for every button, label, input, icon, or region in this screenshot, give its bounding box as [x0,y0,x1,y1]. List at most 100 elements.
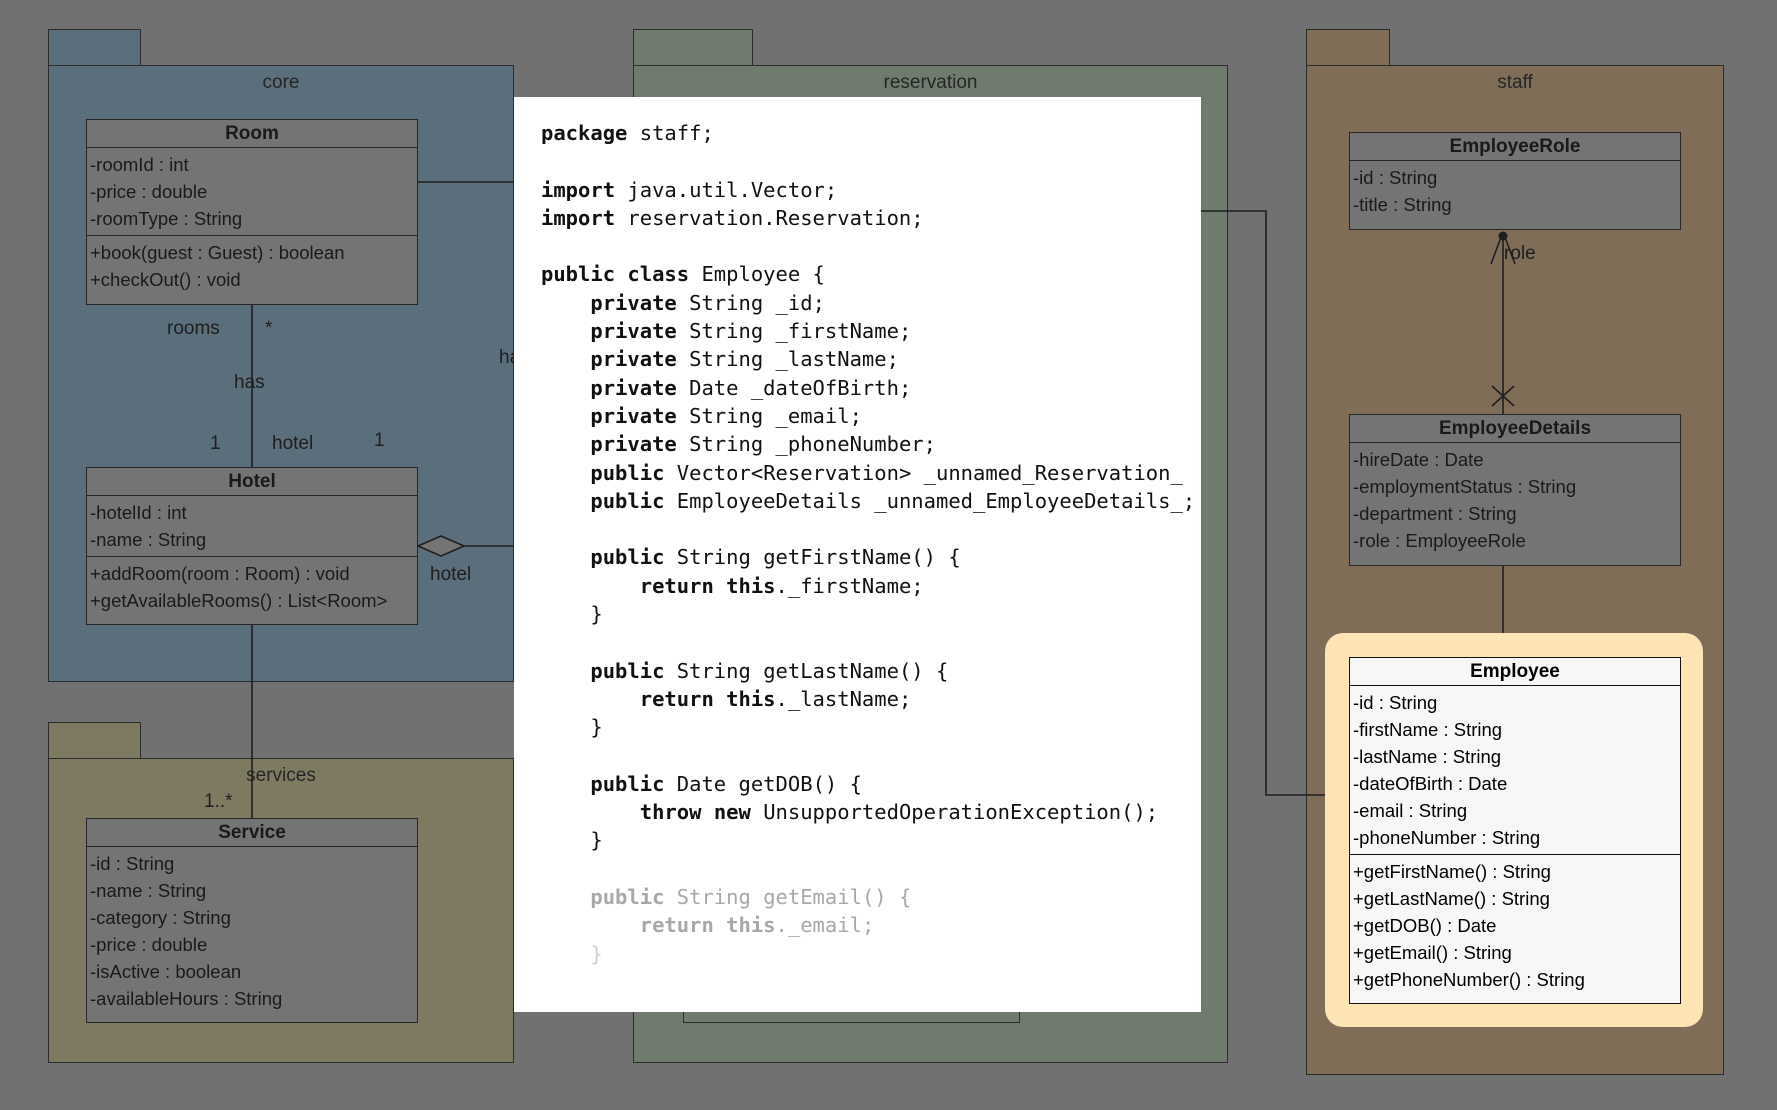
code-preview-panel[interactable]: package staff; import java.util.Vector; i… [514,97,1201,1012]
code-line: } [541,941,603,966]
association-role-rooms: rooms [167,318,220,339]
operation: +book(guest : Guest) : boolean [90,242,345,263]
attribute: -employmentStatus : String [1353,476,1577,497]
aggregation-role-hotel: hotel [430,564,472,585]
code-line [541,742,1195,770]
attribute: -roomType : String [90,208,243,229]
code-line: private String _phoneNumber; [590,432,936,457]
code-line: private String _email; [590,403,862,428]
class-room-attributes: -roomId : int -price : double -roomType … [87,148,417,235]
code-line [541,232,1195,260]
code-line: import reservation.Reservation; [541,205,924,230]
attribute: -firstName : String [1353,719,1503,740]
association-role-hotel: hotel [272,433,314,454]
code-line: private String _id; [590,290,825,315]
class-room[interactable]: Room -roomId : int -price : double -room… [86,119,418,305]
code-line: public Date getDOB() { [590,771,862,796]
code-line: public String getEmail() { [590,885,912,910]
code-line: import java.util.Vector; [541,177,838,202]
association-name-has: has [234,372,265,393]
attribute: -dateOfBirth : Date [1353,773,1508,794]
package-services-name: services [246,765,316,786]
class-hotel-operations: +addRoom(room : Room) : void +getAvailab… [87,556,417,617]
attribute: -category : String [90,907,231,928]
package-services-tab [48,722,141,758]
code-line: return this._email; [639,913,875,938]
attribute: -department : String [1353,503,1517,524]
code-line [541,628,1195,656]
package-reservation-name: reservation [883,72,978,93]
code-line: private Date _dateOfBirth; [590,375,912,400]
code-line: public EmployeeDetails _unnamed_Employee… [590,488,1196,513]
code-line: } [541,602,603,627]
attribute: -email : String [1353,800,1468,821]
package-reservation-tab [633,29,753,65]
class-employee-role[interactable]: EmployeeRole -id : String -title : Strin… [1349,132,1681,230]
class-employee-operations: +getFirstName() : String +getLastName() … [1350,854,1680,996]
class-employee-role-name: EmployeeRole [1350,133,1680,161]
attribute: -lastName : String [1353,746,1502,767]
attribute: -roomId : int [90,154,189,175]
association-multiplicity-service: 1..* [204,791,233,812]
operation: +getDOB() : Date [1353,915,1497,936]
attribute: -hotelId : int [90,502,187,523]
attribute: -hireDate : Date [1353,449,1484,470]
attribute: -phoneNumber : String [1353,827,1541,848]
class-employee-name: Employee [1350,658,1680,686]
class-hotel-name: Hotel [87,468,417,496]
attribute: -id : String [1353,692,1438,713]
attribute: -isActive : boolean [90,961,242,982]
operation: +checkOut() : void [90,269,241,290]
operation: +getEmail() : String [1353,942,1512,963]
class-service[interactable]: Service -id : String -name : String -cat… [86,818,418,1023]
class-room-operations: +book(guest : Guest) : boolean +checkOut… [87,235,417,296]
code-line: private String _lastName; [590,347,899,372]
code-line [541,147,1195,175]
attribute: -name : String [90,529,207,550]
class-employee-details[interactable]: EmployeeDetails -hireDate : Date -employ… [1349,414,1681,566]
package-staff-tab [1306,29,1390,65]
class-hotel[interactable]: Hotel -hotelId : int -name : String +add… [86,467,418,625]
class-hotel-attributes: -hotelId : int -name : String [87,496,417,556]
operation: +getLastName() : String [1353,888,1550,909]
attribute: -role : EmployeeRole [1353,530,1526,551]
code-line: } [541,828,603,853]
code-line [541,515,1195,543]
java-code: package staff; import java.util.Vector; i… [541,119,1195,968]
package-core-tab [48,29,141,65]
code-line: public Vector<Reservation> _unnamed_Rese… [590,460,1183,485]
class-service-attributes: -id : String -name : String -category : … [87,847,417,1015]
association-multiplicity-rooms: * [265,318,273,339]
association-name-has-clipped: ha [499,347,514,368]
attribute: -price : double [90,934,208,955]
code-line: package staff; [541,121,714,145]
code-line: throw new UnsupportedOperationException(… [639,800,1159,825]
code-line: } [541,715,603,740]
class-employee-details-attributes: -hireDate : Date -employmentStatus : Str… [1350,443,1680,557]
code-line: public class Employee { [541,262,825,287]
code-line [541,855,1195,883]
class-employee-details-name: EmployeeDetails [1350,415,1680,443]
attribute: -price : double [90,181,208,202]
class-employee-attributes: -id : String -firstName : String -lastNa… [1350,686,1680,854]
code-line: public String getFirstName() { [590,545,961,570]
class-room-name: Room [87,120,417,148]
attribute: -id : String [1353,167,1438,188]
class-employee-role-attributes: -id : String -title : String [1350,161,1680,221]
attribute: -availableHours : String [90,988,283,1009]
operation: +addRoom(room : Room) : void [90,563,350,584]
operation: +getFirstName() : String [1353,861,1551,882]
operation: +getPhoneNumber() : String [1353,969,1585,990]
association-role-role: role [1504,243,1536,264]
attribute: -name : String [90,880,207,901]
code-line: return this._lastName; [639,686,912,711]
code-line: private String _firstName; [590,319,912,344]
package-core-name: core [262,72,300,93]
association-multiplicity-hotel: 1 [210,433,221,454]
package-staff-name: staff [1497,72,1533,93]
association-multiplicity-hotel-2: 1 [374,430,385,451]
class-employee[interactable]: Employee -id : String -firstName : Strin… [1349,657,1681,1004]
attribute: -title : String [1353,194,1452,215]
operation: +getAvailableRooms() : List<Room> [90,590,388,611]
